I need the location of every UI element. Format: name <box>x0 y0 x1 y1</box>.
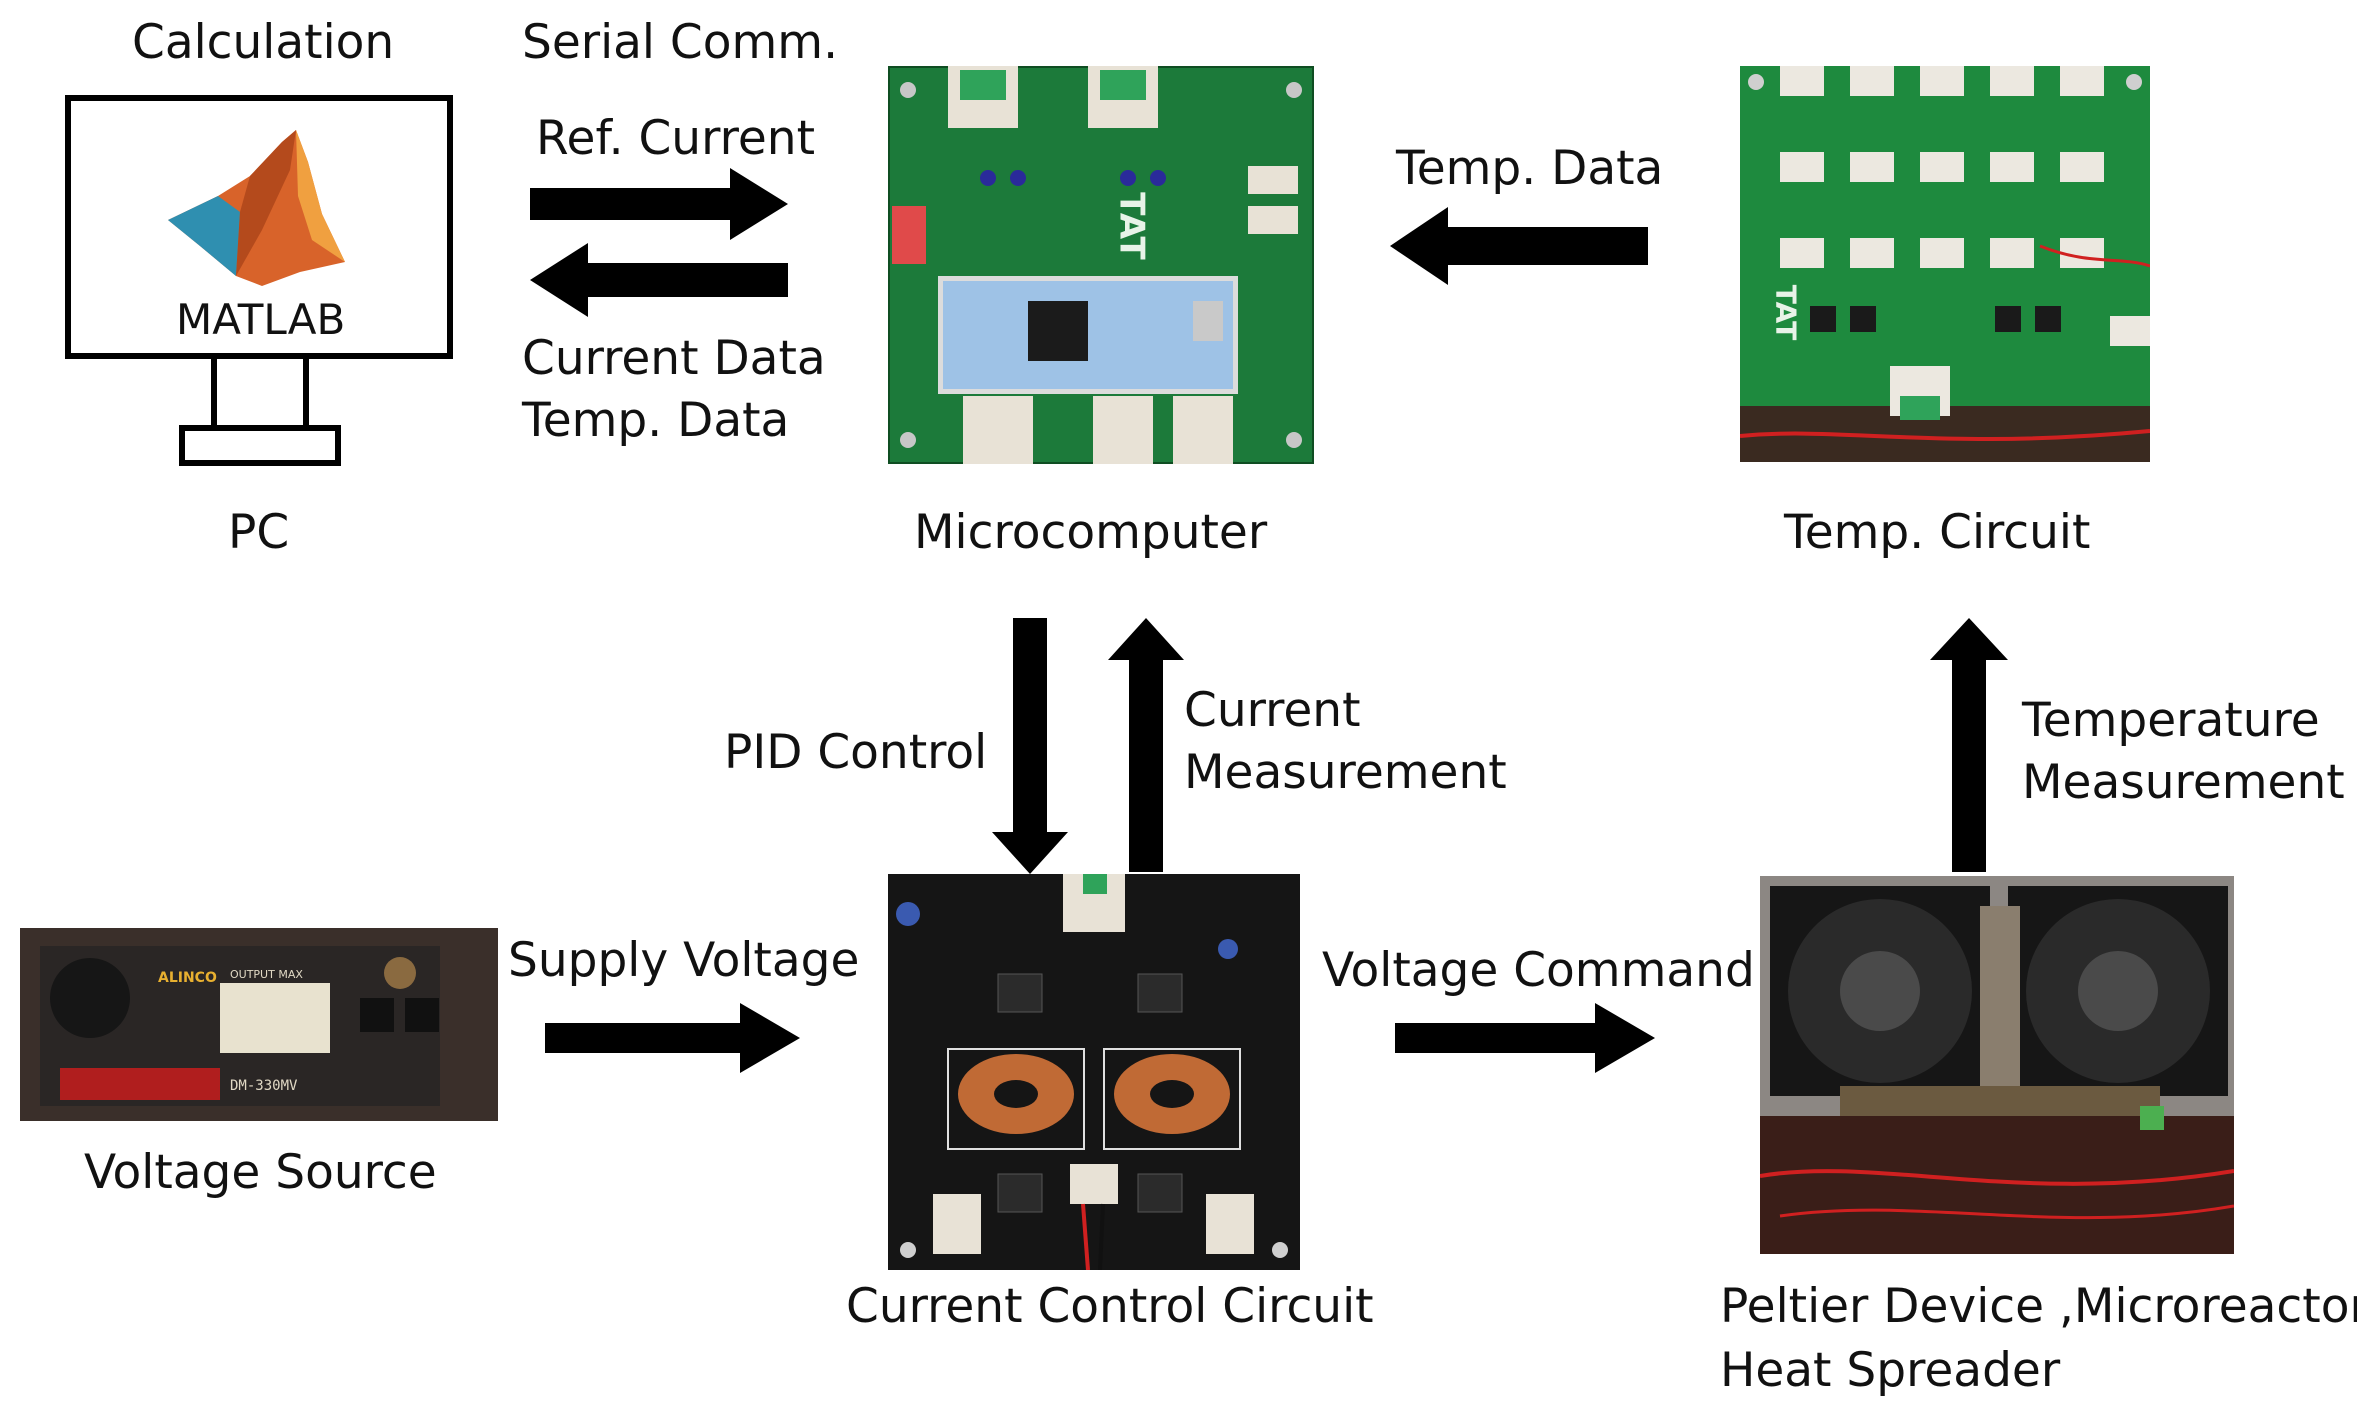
arrow-temperature-measurement <box>1930 618 2008 872</box>
supply-voltage-label: Supply Voltage <box>508 933 860 988</box>
current-control-caption: Current Control Circuit <box>846 1279 1374 1334</box>
arrow-voltage-command <box>1395 1003 1655 1073</box>
peltier-caption-1: Peltier Device ,Microreactor, <box>1720 1279 2357 1334</box>
temperature-measurement-label-1: Temperature <box>2022 693 2320 748</box>
peltier-device-photo <box>1760 876 2234 1254</box>
temp-circuit-board-photo: TAT <box>1740 66 2150 462</box>
pid-control-label: PID Control <box>724 725 988 780</box>
voltage-source-brand: ALINCO <box>158 970 217 986</box>
serial-comm-title: Serial Comm. <box>522 15 839 70</box>
current-measurement-label-1: Current <box>1184 683 1361 738</box>
arrow-current-temp-data <box>530 243 788 317</box>
arrow-pid-control <box>992 618 1068 874</box>
temp-data-incoming-label: Temp. Data <box>1396 141 1664 196</box>
microcomputer-board-photo: TAT <box>888 66 1314 464</box>
peltier-caption-2: Heat Spreader <box>1720 1343 2061 1398</box>
matlab-label: MATLAB <box>176 295 346 344</box>
arrow-supply-voltage <box>545 1003 800 1073</box>
voltage-source-photo: ALINCO OUTPUT MAX DM-330MV <box>20 928 498 1121</box>
voltage-command-label: Voltage Command <box>1322 943 1755 998</box>
temp-circuit-board-mark: TAT <box>1769 284 1803 341</box>
arrow-ref-current <box>530 168 788 240</box>
ref-current-label: Ref. Current <box>536 111 815 166</box>
arrow-current-measurement <box>1108 618 1184 872</box>
arrow-temp-data <box>1390 207 1648 285</box>
pc-caption: PC <box>228 505 290 560</box>
microcomputer-caption: Microcomputer <box>914 505 1268 560</box>
pc-calculation-title: Calculation <box>132 15 395 70</box>
temperature-measurement-label-2: Measurement <box>2022 755 2345 810</box>
microcomputer-board-mark: TAT <box>1111 192 1152 260</box>
current-control-board-photo <box>888 874 1300 1270</box>
temp-circuit-caption: Temp. Circuit <box>1784 505 2091 560</box>
current-measurement-label-2: Measurement <box>1184 745 1507 800</box>
voltage-source-caption: Voltage Source <box>84 1145 437 1200</box>
current-data-label: Current Data <box>522 331 826 386</box>
voltage-source-output: OUTPUT MAX <box>230 968 303 981</box>
temp-data-label: Temp. Data <box>522 393 790 448</box>
voltage-source-model: DM-330MV <box>230 1078 298 1094</box>
